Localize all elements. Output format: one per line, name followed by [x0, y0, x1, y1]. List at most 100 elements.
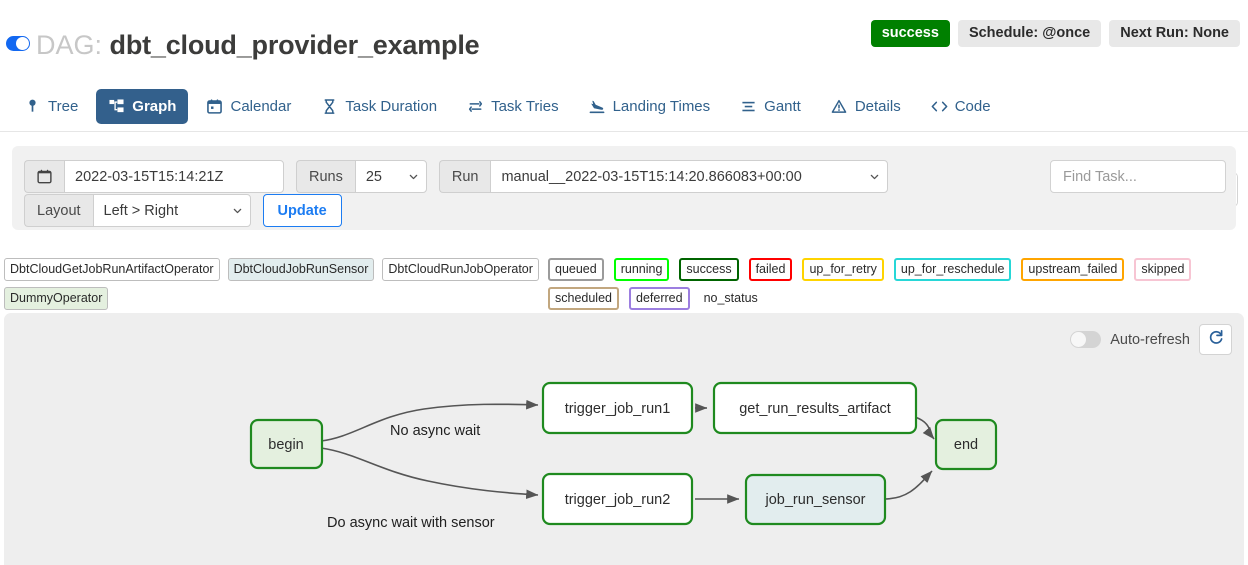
- hourglass-icon: [321, 98, 338, 115]
- node-job-run-sensor[interactable]: job_run_sensor: [744, 473, 887, 526]
- tab-list: Tree Graph Calendar Task Duration: [12, 82, 1009, 130]
- layout-label: Layout: [24, 194, 93, 227]
- node-begin[interactable]: begin: [249, 418, 324, 470]
- node-trigger-job-run1[interactable]: trigger_job_run1: [541, 381, 694, 435]
- tab-gantt[interactable]: Gantt: [728, 89, 813, 124]
- legend-state-running: running: [613, 258, 670, 281]
- legend-state-queued: queued: [548, 258, 604, 281]
- legend-state-skipped: skipped: [1134, 258, 1192, 281]
- legend-state-up-for-reschedule: up_for_reschedule: [893, 258, 1012, 281]
- tab-graph[interactable]: Graph: [96, 88, 189, 124]
- num-runs-value: 25: [365, 168, 382, 185]
- node-label: job_run_sensor: [765, 492, 866, 508]
- tab-label: Landing Times: [612, 97, 711, 115]
- layout-value: Left > Right: [103, 202, 179, 219]
- auto-refresh-controls: Auto-refresh: [1070, 324, 1232, 355]
- tab-label: Gantt: [764, 97, 801, 115]
- toggle-knob: [1071, 332, 1087, 347]
- auto-refresh-label: Auto-refresh: [1110, 331, 1190, 348]
- page-title: DAG: dbt_cloud_provider_example: [36, 28, 480, 62]
- node-trigger-job-run2[interactable]: trigger_job_run2: [541, 472, 694, 526]
- find-task-input[interactable]: Find Task...: [1050, 160, 1226, 193]
- tab-label: Calendar: [230, 97, 292, 115]
- refresh-button[interactable]: [1199, 324, 1232, 355]
- graph-edges: [320, 399, 935, 504]
- graph-canvas[interactable]: Auto-refresh: [4, 313, 1244, 565]
- legend-state-failed: failed: [748, 258, 793, 281]
- run-value: manual__2022-03-15T15:14:20.866083+00:00: [501, 168, 802, 185]
- calendar-icon[interactable]: [24, 160, 64, 193]
- status-badge: success: [870, 20, 950, 47]
- layout-select[interactable]: Left > Right: [92, 194, 251, 227]
- legend-operator: DbtCloudRunJobOperator: [382, 258, 539, 281]
- graph-icon: [108, 98, 125, 115]
- edge-artifact-end: [914, 416, 935, 440]
- toolbar-row-primary: 2022-03-15T15:14:21Z Runs 25 Run manual_…: [24, 160, 889, 193]
- run-select[interactable]: manual__2022-03-15T15:14:20.866083+00:00: [490, 160, 889, 193]
- graph-edge-labels: No async wait Do async wait with sensor: [327, 423, 495, 531]
- dag-graph: begin trigger_job_run1 get_run_results_a…: [249, 381, 998, 531]
- auto-refresh-toggle[interactable]: [1070, 331, 1102, 348]
- tab-label: Task Tries: [491, 97, 559, 115]
- page-header: DAG: dbt_cloud_provider_example success …: [0, 0, 1248, 72]
- legend-operator: DummyOperator: [4, 287, 109, 310]
- node-end[interactable]: end: [934, 418, 998, 471]
- edge-begin-trigger-job-run2: [320, 447, 539, 500]
- tab-label: Graph: [132, 97, 177, 115]
- layout-group: Layout Left > Right: [24, 194, 251, 227]
- tab-calendar[interactable]: Calendar: [194, 89, 303, 124]
- chevron-down-icon: [871, 174, 879, 179]
- run-group: Run manual__2022-03-15T15:14:20.866083+0…: [438, 160, 889, 193]
- num-runs-select[interactable]: 25: [354, 160, 427, 193]
- tab-task-tries[interactable]: Task Tries: [455, 89, 571, 124]
- runs-label: Runs: [296, 160, 355, 193]
- node-get-run-results-artifact[interactable]: get_run_results_artifact: [712, 381, 918, 435]
- toolbar-row-secondary: Layout Left > Right Update: [24, 194, 342, 227]
- landing-icon: [589, 98, 606, 115]
- gantt-icon: [740, 98, 757, 115]
- refresh-icon: [1208, 329, 1224, 350]
- retry-icon: [467, 98, 484, 115]
- tab-task-duration[interactable]: Task Duration: [309, 89, 449, 124]
- status-badges: success Schedule: @once Next Run: None: [870, 20, 1240, 47]
- tab-tree[interactable]: Tree: [12, 89, 90, 124]
- tab-code[interactable]: Code: [919, 89, 1003, 124]
- node-label: trigger_job_run1: [565, 401, 671, 417]
- tab-label: Code: [954, 97, 991, 115]
- node-label: trigger_job_run2: [565, 492, 671, 508]
- legend-state-no-status: no_status: [703, 291, 758, 305]
- edge-label: Do async wait with sensor: [327, 515, 495, 531]
- legend-state-success: success: [679, 258, 739, 281]
- state-legend: queued running success failed up_for_ret…: [548, 258, 1244, 310]
- edge-sensor-end: [883, 470, 933, 500]
- run-label: Run: [438, 160, 491, 193]
- dag-label: DAG:: [36, 30, 103, 60]
- edge-begin-trigger-job-run1: [320, 399, 539, 442]
- legend-state-up-for-retry: up_for_retry: [802, 258, 884, 281]
- tab-label: Tree: [48, 97, 79, 115]
- details-triangle-icon: [831, 98, 848, 115]
- legend-state-upstream-failed: upstream_failed: [1021, 258, 1125, 281]
- legend-operator: DbtCloudGetJobRunArtifactOperator: [4, 258, 220, 281]
- toggle-knob: [16, 37, 29, 50]
- node-label: begin: [268, 437, 303, 453]
- dag-name: dbt_cloud_provider_example: [109, 30, 480, 60]
- schedule-badge: Schedule: @once: [957, 20, 1102, 47]
- runs-group: Runs 25: [296, 160, 427, 193]
- next-run-badge: Next Run: None: [1109, 20, 1240, 47]
- operator-legend: DbtCloudGetJobRunArtifactOperator DbtClo…: [4, 258, 544, 310]
- legend-state-deferred: deferred: [629, 287, 690, 310]
- base-date-group: 2022-03-15T15:14:21Z: [24, 160, 284, 193]
- node-label: end: [954, 437, 978, 453]
- dag-paused-toggle[interactable]: [6, 36, 30, 51]
- tree-icon: [24, 98, 41, 115]
- node-label: get_run_results_artifact: [739, 401, 891, 417]
- tab-landing-times[interactable]: Landing Times: [577, 89, 723, 124]
- legend-state-scheduled: scheduled: [548, 287, 619, 310]
- update-button[interactable]: Update: [262, 194, 342, 227]
- tab-details[interactable]: Details: [819, 89, 913, 124]
- base-date-input[interactable]: 2022-03-15T15:14:21Z: [64, 160, 284, 193]
- graph-nodes: begin trigger_job_run1 get_run_results_a…: [249, 381, 998, 526]
- calendar-icon: [206, 98, 223, 115]
